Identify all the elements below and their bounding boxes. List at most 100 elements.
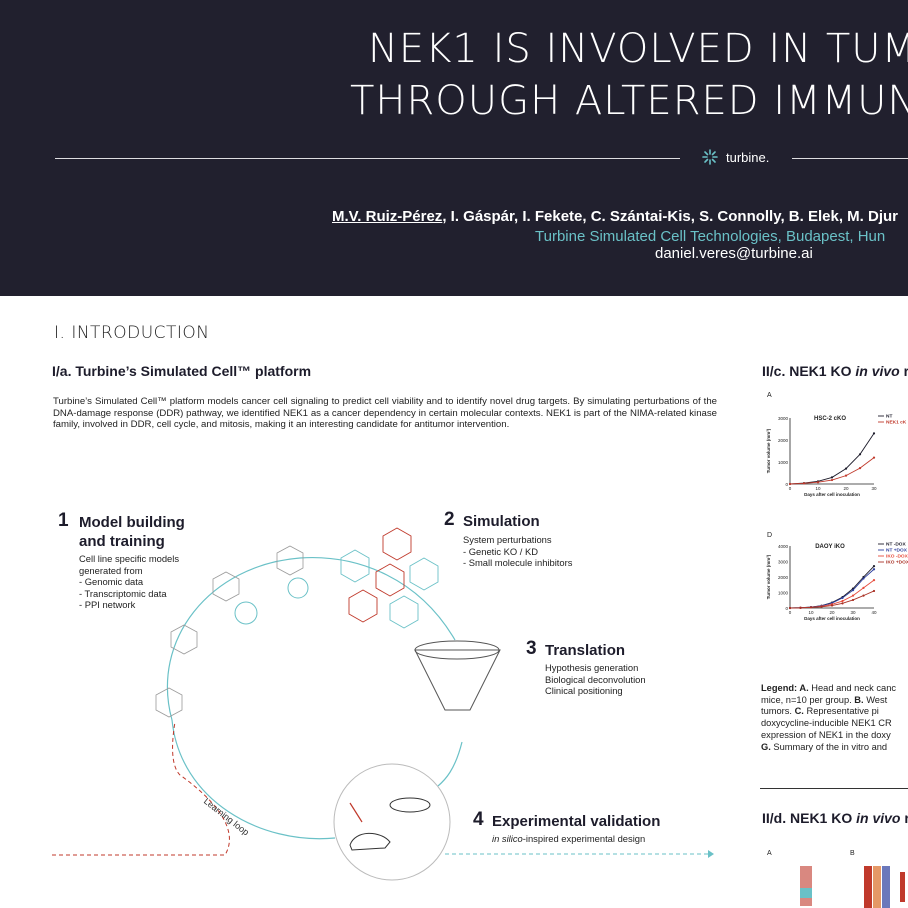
heatmap-col-b1 <box>864 866 872 908</box>
data-point <box>858 467 862 470</box>
author-list: M.V. Ruiz-Pérez, I. Gáspár, I. Fekete, C… <box>332 208 898 225</box>
y-axis-label: Tumor volume (mm³) <box>766 428 771 473</box>
step-3-title: Translation <box>545 642 626 659</box>
network-hex-8 <box>409 557 439 591</box>
data-point <box>830 604 834 607</box>
x-tick-label: 0 <box>789 486 792 491</box>
lab-validation-circle <box>333 763 451 881</box>
x-tick-label: 0 <box>789 610 792 615</box>
validation-arrow-head <box>708 850 714 858</box>
step-3-line: Clinical positioning <box>545 685 623 696</box>
poster-header: NEK1 IS INVOLVED IN TUMOR THROUGH ALTERE… <box>0 0 908 296</box>
y-tick-label: 1000 <box>778 591 789 596</box>
header-divider-right <box>792 158 908 159</box>
network-hex-3 <box>212 571 240 602</box>
iic-title-italic: in vivo <box>855 363 900 379</box>
legend-key: Legend: A. <box>761 683 809 693</box>
figure-legend: Legend: A. Head and neck canc mice, n=10… <box>761 683 908 753</box>
data-point <box>872 565 876 568</box>
first-author: M.V. Ruiz-Pérez <box>332 208 443 225</box>
step-1-title: Model building and training <box>79 513 185 551</box>
step-2-line: - Genetic KO / KD <box>463 545 539 557</box>
iid-title-italic: in vivo <box>856 810 901 826</box>
x-tick-label: 20 <box>829 610 835 615</box>
data-point <box>841 599 844 603</box>
legend-text: Head and neck canc <box>808 683 897 693</box>
step-4-details: in silico-inspired experimental design <box>492 833 645 845</box>
data-point <box>820 605 823 608</box>
data-point <box>862 594 865 597</box>
heatmap-cell-a <box>800 888 812 898</box>
y-tick-label: 0 <box>785 606 788 611</box>
data-point <box>872 568 876 571</box>
step-1-line: - Genomic data <box>79 576 144 587</box>
network-hex-6 <box>382 527 412 561</box>
step-2-line: System perturbations <box>463 534 552 545</box>
data-point <box>872 456 876 459</box>
step-2-title: Simulation <box>463 513 540 530</box>
learning-loop-path <box>52 721 230 856</box>
affiliation: Turbine Simulated Cell Technologies, Bud… <box>535 228 886 245</box>
funnel-rim <box>414 640 500 660</box>
data-point <box>851 589 855 592</box>
other-authors: , I. Gáspár, I. Fekete, C. Szántai-Kis, … <box>442 208 898 225</box>
x-axis-label: Days after cell inoculation <box>804 492 860 497</box>
contact-email[interactable]: daniel.veres@turbine.ai <box>655 245 813 262</box>
heatmap-col-b2 <box>873 866 881 908</box>
step-3-number: 3 <box>526 638 537 659</box>
y-axis-label: Tumor volume (mm³) <box>766 554 771 599</box>
step-1-line: - PPI network <box>79 599 136 610</box>
y-tick-label: 3000 <box>778 560 789 565</box>
network-grey-group <box>155 545 304 718</box>
workflow-diagram <box>52 527 714 881</box>
legend-text: West <box>863 694 888 705</box>
subsection-title-iic: II/c. NEK1 KO in vivo re <box>762 363 908 379</box>
legend-text: expression of NEK1 in the doxy <box>761 729 891 740</box>
legend-label: NT +DOX <box>886 548 908 554</box>
x-tick-label: 10 <box>815 486 821 491</box>
step-2-details: System perturbations - Genetic KO / KD -… <box>463 534 572 569</box>
legend-line: mice, n=10 per group. B. West <box>761 695 908 707</box>
data-point <box>872 579 876 582</box>
legend-key: B. <box>854 694 864 705</box>
legend-text: doxycycline-inducible NEK1 CR <box>761 718 892 729</box>
network-hex-1 <box>155 687 183 718</box>
intro-paragraph: Turbine’s Simulated Cell™ platform model… <box>53 396 717 430</box>
step-1-details: Cell line specific models generated from… <box>79 553 179 611</box>
data-point <box>830 476 834 479</box>
network-hex-2 <box>170 624 198 655</box>
network-hex-5 <box>340 549 370 583</box>
arrow-to-validation <box>437 741 463 787</box>
step-1-title-line-1: Model building <box>79 514 185 531</box>
step-2-number: 2 <box>444 509 455 530</box>
header-divider-left <box>55 158 680 159</box>
y-tick-label: 1000 <box>778 460 789 465</box>
data-point <box>862 577 865 580</box>
heatmap-bar-a <box>800 866 812 906</box>
legend-text: tumors. <box>761 706 795 717</box>
step-2-line: - Small molecule inhibitors <box>463 557 573 568</box>
step-1-title-line-2: and training <box>79 533 165 550</box>
data-point <box>851 594 855 597</box>
network-hex-9 <box>348 589 378 623</box>
y-tick-label: 3000 <box>778 416 789 421</box>
network-hex-4 <box>276 545 304 576</box>
iic-title-tail: re <box>903 363 908 379</box>
x-tick-label: 10 <box>808 610 814 615</box>
step-4-line: -inspired experimental design <box>522 833 646 844</box>
step-4-emphasis: in silico <box>492 833 523 844</box>
x-tick-label: 40 <box>871 610 877 615</box>
petri-dish-icon <box>389 797 431 813</box>
y-tick-label: 4000 <box>778 544 789 549</box>
data-point <box>872 432 876 435</box>
step-1-number: 1 <box>58 510 69 531</box>
data-point <box>872 589 876 593</box>
legend-text: mice, n=10 per group. <box>761 694 855 705</box>
data-point <box>809 606 813 609</box>
brand-name: turbine. <box>726 149 770 165</box>
heatmap-col-b3 <box>882 866 890 908</box>
data-point <box>802 482 806 485</box>
step-3-line: Hypothesis generation <box>545 662 639 673</box>
step-1-line: - Transcriptomic data <box>79 587 167 599</box>
